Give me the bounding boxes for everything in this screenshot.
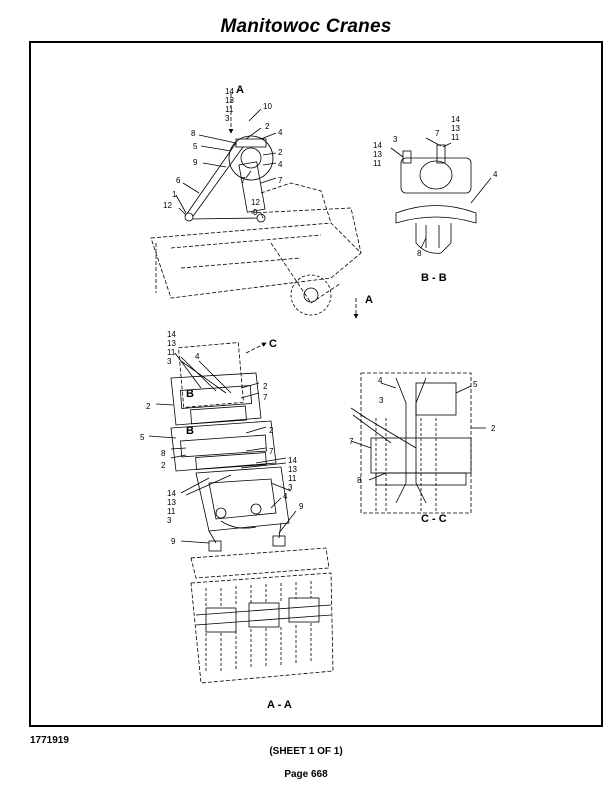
sheet-label: (SHEET 1 OF 1) — [269, 746, 343, 757]
callout-7: 7 — [278, 176, 283, 185]
document-number: 1771919 — [30, 735, 69, 746]
callout-7: 7 — [349, 437, 354, 446]
top-view-callouts: 14 13 11 3 10 2 8 5 9 6 1 12 4 2 4 7 7 1… — [163, 84, 373, 306]
section-marker-b: B — [186, 388, 194, 400]
callout-13: 13 — [167, 339, 176, 348]
section-marker-a: A — [236, 84, 244, 96]
callout-5: 5 — [193, 142, 198, 151]
callout-7: 7 — [269, 447, 274, 456]
callout-2: 2 — [263, 382, 268, 391]
callout-9: 9 — [299, 502, 304, 511]
callout-14: 14 — [167, 489, 176, 498]
callout-11: 11 — [288, 474, 297, 483]
callout-13: 13 — [288, 465, 297, 474]
callout-6: 6 — [176, 176, 181, 185]
page-title: Manitowoc Cranes — [220, 16, 392, 37]
drawing-frame — [29, 41, 603, 727]
callout-8: 8 — [417, 249, 422, 258]
callout-1: 1 — [172, 190, 177, 199]
callout-8: 8 — [161, 449, 166, 458]
callout-10: 10 — [263, 102, 272, 111]
callout-13: 13 — [451, 124, 460, 133]
callout-14: 14 — [225, 87, 234, 96]
view-cc — [350, 372, 486, 514]
callout-4: 4 — [283, 492, 288, 501]
callout-2: 2 — [265, 122, 270, 131]
callout-5: 5 — [473, 380, 478, 389]
callout-9: 9 — [171, 537, 176, 546]
callout-4: 4 — [195, 352, 200, 361]
callout-14: 14 — [288, 456, 297, 465]
page-number: Page 668 — [284, 769, 328, 780]
top-detail-view — [150, 93, 362, 319]
callout-2: 2 — [269, 426, 274, 435]
callout-8: 8 — [191, 129, 196, 138]
section-marker-b: B — [186, 425, 194, 437]
view-title-aa: A - A — [267, 699, 292, 711]
view-bb — [390, 137, 492, 254]
callout-9: 9 — [193, 158, 198, 167]
callout-3: 3 — [288, 483, 293, 492]
callout-2: 2 — [146, 402, 151, 411]
callout-7: 7 — [241, 176, 246, 185]
callout-3: 3 — [225, 114, 230, 123]
callout-11: 11 — [225, 105, 234, 114]
callout-2: 2 — [491, 424, 496, 433]
callout-3: 3 — [167, 516, 172, 525]
callout-7: 7 — [435, 129, 440, 138]
callout-4: 4 — [278, 128, 283, 137]
callout-9: 9 — [253, 208, 258, 217]
parts-diagram: 14 13 11 3 10 2 8 5 9 6 1 12 4 2 4 7 7 1… — [140, 84, 498, 711]
callout-4: 4 — [278, 160, 283, 169]
view-aa-callouts: 14 13 11 3 4 2 7 2 5 8 2 2 7 14 13 11 3 … — [140, 330, 304, 711]
callout-11: 11 — [373, 159, 382, 168]
section-marker-a: A — [365, 294, 373, 306]
view-title-bb: B - B — [421, 272, 447, 284]
callout-4: 4 — [493, 170, 498, 179]
callout-13: 13 — [373, 150, 382, 159]
view-title-cc: C - C — [421, 513, 447, 525]
view-bb-callouts: 14 13 11 3 7 14 13 11 4 8 B - B — [373, 115, 498, 284]
callout-14: 14 — [451, 115, 460, 124]
callout-2: 2 — [278, 148, 283, 157]
callout-8: 8 — [357, 476, 362, 485]
callout-12: 12 — [251, 198, 260, 207]
callout-11: 11 — [167, 507, 176, 516]
callout-13: 13 — [225, 96, 234, 105]
callout-3: 3 — [167, 357, 172, 366]
callout-3: 3 — [379, 396, 384, 405]
view-aa — [148, 342, 334, 684]
callout-7: 7 — [263, 393, 268, 402]
section-marker-c: C — [269, 338, 277, 350]
callout-4: 4 — [378, 376, 383, 385]
callout-11: 11 — [167, 348, 176, 357]
callout-2: 2 — [161, 461, 166, 470]
callout-5: 5 — [140, 433, 145, 442]
view-cc-callouts: 4 5 3 2 7 8 C - C — [349, 376, 496, 525]
callout-3: 3 — [393, 135, 398, 144]
callout-11: 11 — [451, 133, 460, 142]
callout-12: 12 — [163, 201, 172, 210]
callout-13: 13 — [167, 498, 176, 507]
callout-14: 14 — [373, 141, 382, 150]
callout-14: 14 — [167, 330, 176, 339]
